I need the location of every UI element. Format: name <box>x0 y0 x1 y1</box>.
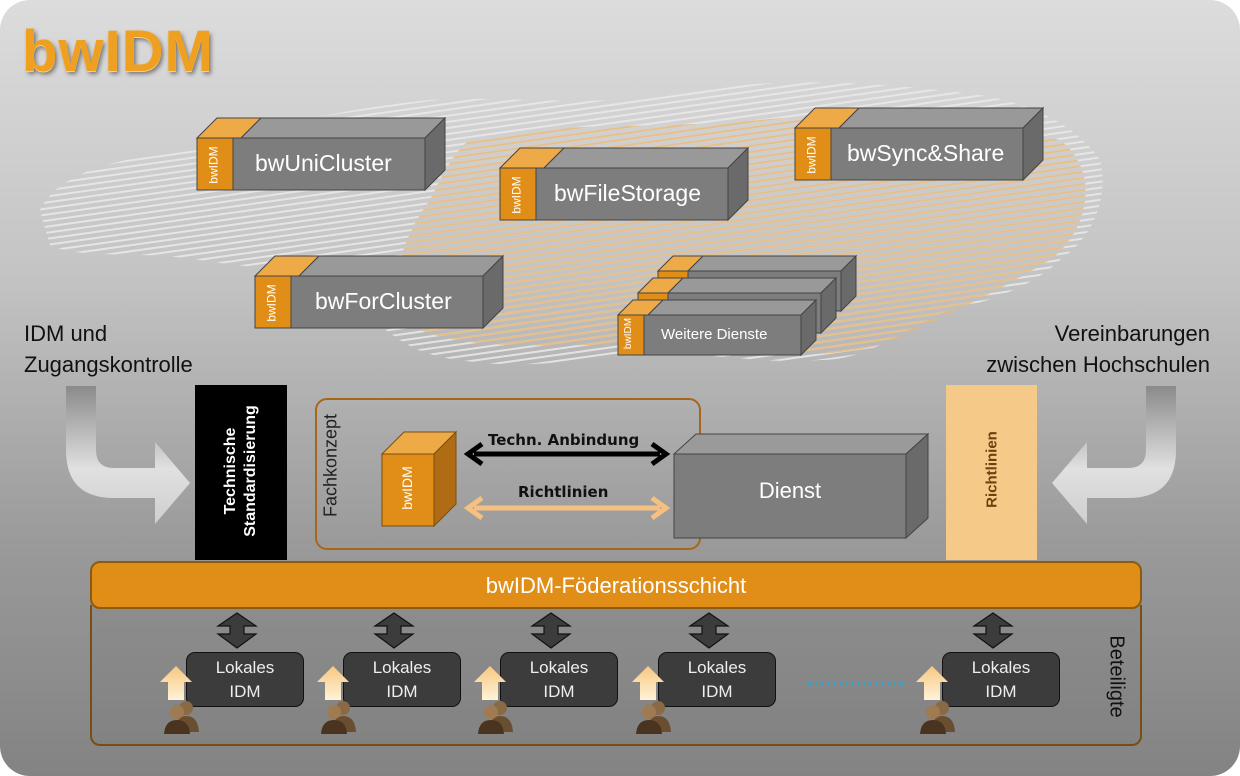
service-box-bwsyncshare: bwIDM bwSync&Share <box>793 106 1045 187</box>
double-arrow-peach-icon <box>463 495 671 520</box>
local-idm-line1: Lokales <box>529 658 589 677</box>
bidirectional-arrow-icon <box>530 612 572 649</box>
technical-standardization-bar: Technische Standardisierung <box>195 385 287 560</box>
fachkonzept-label: Fachkonzept <box>320 413 341 518</box>
local-idm-box: Lokales IDM <box>658 652 776 707</box>
right-label-line1: Vereinbarungen <box>1054 321 1210 346</box>
local-idm-line2: IDM <box>985 682 1017 701</box>
service-name: bwUniCluster <box>255 150 392 176</box>
double-arrows <box>463 441 671 520</box>
right-label: Vereinbarungen zwischen Hochschulen <box>986 318 1210 380</box>
service-name: bwFileStorage <box>554 180 702 206</box>
bwidm-tag: bwIDM <box>509 176 524 214</box>
policy-bar-label: Richtlinien <box>983 431 1001 508</box>
arrow-label-techn: Techn. Anbindung <box>488 431 640 449</box>
local-idm-line2: IDM <box>229 682 261 701</box>
upload-arrow-icon <box>474 666 506 700</box>
upload-arrow-icon <box>160 666 192 700</box>
local-idm-line2: IDM <box>543 682 575 701</box>
left-label-line2: Zugangskontrolle <box>24 352 193 377</box>
dienst-label: Dienst <box>758 478 822 503</box>
participants-label: Beteiligte <box>1105 635 1128 718</box>
users-icon <box>160 666 199 734</box>
dienst-box <box>672 432 930 540</box>
left-label-line1: IDM und <box>24 321 108 346</box>
local-idm-line1: Lokales <box>215 658 275 677</box>
users-icon <box>317 666 356 734</box>
left-label: IDM und Zugangskontrolle <box>24 318 193 380</box>
local-idm-line1: Lokales <box>971 658 1031 677</box>
tech-bar-line2: Standardisierung <box>242 405 259 537</box>
bwidm-tag: bwIDM <box>264 284 279 322</box>
cube-tag: bwIDM <box>399 466 415 510</box>
federation-label: bwIDM-Föderationsschicht <box>485 573 747 598</box>
service-box-bwforcluster: bwIDM bwForCluster <box>253 254 505 335</box>
service-box-bwfilestorage: bwIDM bwFileStorage <box>498 146 750 227</box>
service-name: bwForCluster <box>315 288 452 314</box>
double-arrow-black-icon <box>463 441 671 467</box>
bwidm-tag: bwIDM <box>623 317 635 350</box>
arrow-label-richtlinien: Richtlinien <box>518 483 609 501</box>
service-name: Weitere Dienste <box>661 326 768 343</box>
service-box-weitere-dienste: bwIDM Weitere Dienste <box>616 298 818 364</box>
bwidm-cube <box>380 430 458 528</box>
curved-arrow-right-icon <box>66 386 190 524</box>
app-title: bwIDM <box>22 19 214 84</box>
bidirectional-arrow-icon <box>688 612 730 649</box>
local-idm-box: Lokales IDM <box>343 652 461 707</box>
bwidm-tag: bwIDM <box>804 136 819 174</box>
upload-arrow-icon <box>916 666 948 700</box>
users-icon <box>632 666 671 734</box>
bwidm-tag: bwIDM <box>206 146 221 184</box>
users-icon <box>916 666 955 734</box>
upload-arrow-icon <box>317 666 349 700</box>
federation-layer: bwIDM-Föderationsschicht <box>90 561 1142 609</box>
bidirectional-arrow-icon <box>216 612 258 649</box>
right-label-line2: zwischen Hochschulen <box>986 352 1210 377</box>
bidirectional-arrow-icon <box>373 612 415 649</box>
tech-bar-line1: Technische <box>222 427 239 515</box>
local-idm-line2: IDM <box>386 682 418 701</box>
local-idm-box: Lokales IDM <box>942 652 1060 707</box>
curved-arrow-left-icon <box>1052 386 1176 524</box>
local-idm-box: Lokales IDM <box>500 652 618 707</box>
local-idm-line1: Lokales <box>687 658 747 677</box>
ellipsis-dots <box>808 682 904 685</box>
service-box-bwunicluster: bwIDM bwUniCluster <box>195 116 447 197</box>
local-idm-line2: IDM <box>701 682 733 701</box>
local-idm-box: Lokales IDM <box>186 652 304 707</box>
service-name: bwSync&Share <box>847 140 1005 166</box>
bidirectional-arrow-icon <box>972 612 1014 649</box>
policy-bar: Richtlinien <box>946 385 1037 560</box>
local-idm-line1: Lokales <box>372 658 432 677</box>
upload-arrow-icon <box>632 666 664 700</box>
users-icon <box>474 666 513 734</box>
